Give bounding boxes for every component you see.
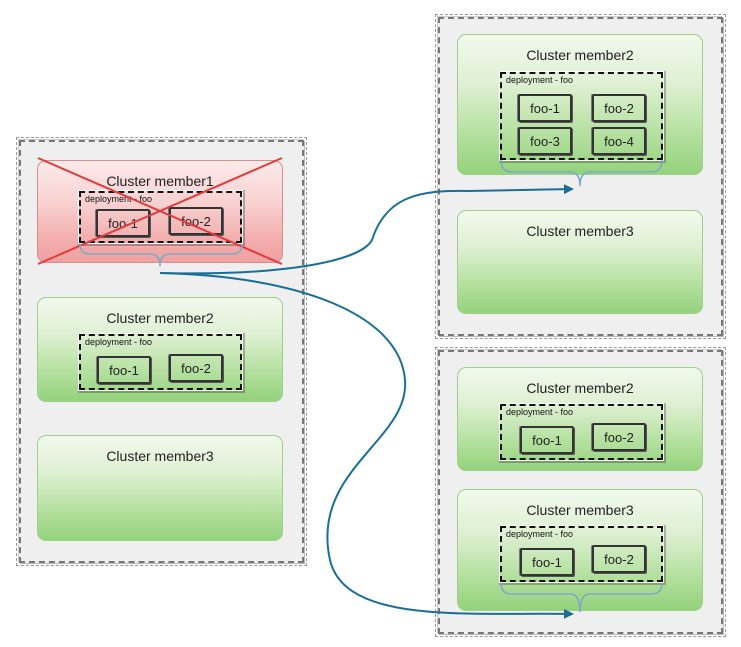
deployment-label: deployment - foo xyxy=(506,529,574,539)
cluster-member3: Cluster member3 xyxy=(37,435,283,541)
member-title: Cluster member2 xyxy=(526,380,634,396)
pod: foo-2 xyxy=(169,354,223,382)
deployment-label: deployment - foo xyxy=(85,337,153,347)
pod: foo-2 xyxy=(592,94,646,122)
deployment-label: deployment - foo xyxy=(506,407,574,417)
pod: foo-1 xyxy=(96,209,150,237)
pod: foo-3 xyxy=(518,127,572,155)
member-title: Cluster member2 xyxy=(106,310,214,326)
deployment-label: deployment - foo xyxy=(506,75,574,85)
pod: foo-1 xyxy=(97,356,151,384)
pod: foo-2 xyxy=(592,545,646,573)
deployment-box: deployment - foo foo-1 foo-2 xyxy=(500,404,663,460)
pod: foo-2 xyxy=(169,207,223,235)
deployment-label: deployment - foo xyxy=(85,194,153,204)
member-title: Cluster member3 xyxy=(106,448,214,464)
pod: foo-2 xyxy=(592,423,646,451)
pod: foo-4 xyxy=(592,127,646,155)
member-title: Cluster member2 xyxy=(526,47,634,63)
member-title: Cluster member3 xyxy=(526,502,634,518)
cluster-member3: Cluster member3 xyxy=(457,210,703,314)
pod: foo-1 xyxy=(518,94,572,122)
member-title: Cluster member3 xyxy=(526,223,634,239)
deployment-box: deployment - foo foo-1 foo-2 foo-3 foo-4 xyxy=(500,72,663,160)
deployment-box: deployment - foo foo-1 foo-2 xyxy=(79,191,242,243)
pod: foo-1 xyxy=(520,426,574,454)
deployment-box: deployment - foo foo-1 foo-2 xyxy=(500,526,663,582)
pod: foo-1 xyxy=(520,548,574,576)
member-title: Cluster member1 xyxy=(106,173,214,189)
deployment-box: deployment - foo foo-1 foo-2 xyxy=(79,334,242,390)
